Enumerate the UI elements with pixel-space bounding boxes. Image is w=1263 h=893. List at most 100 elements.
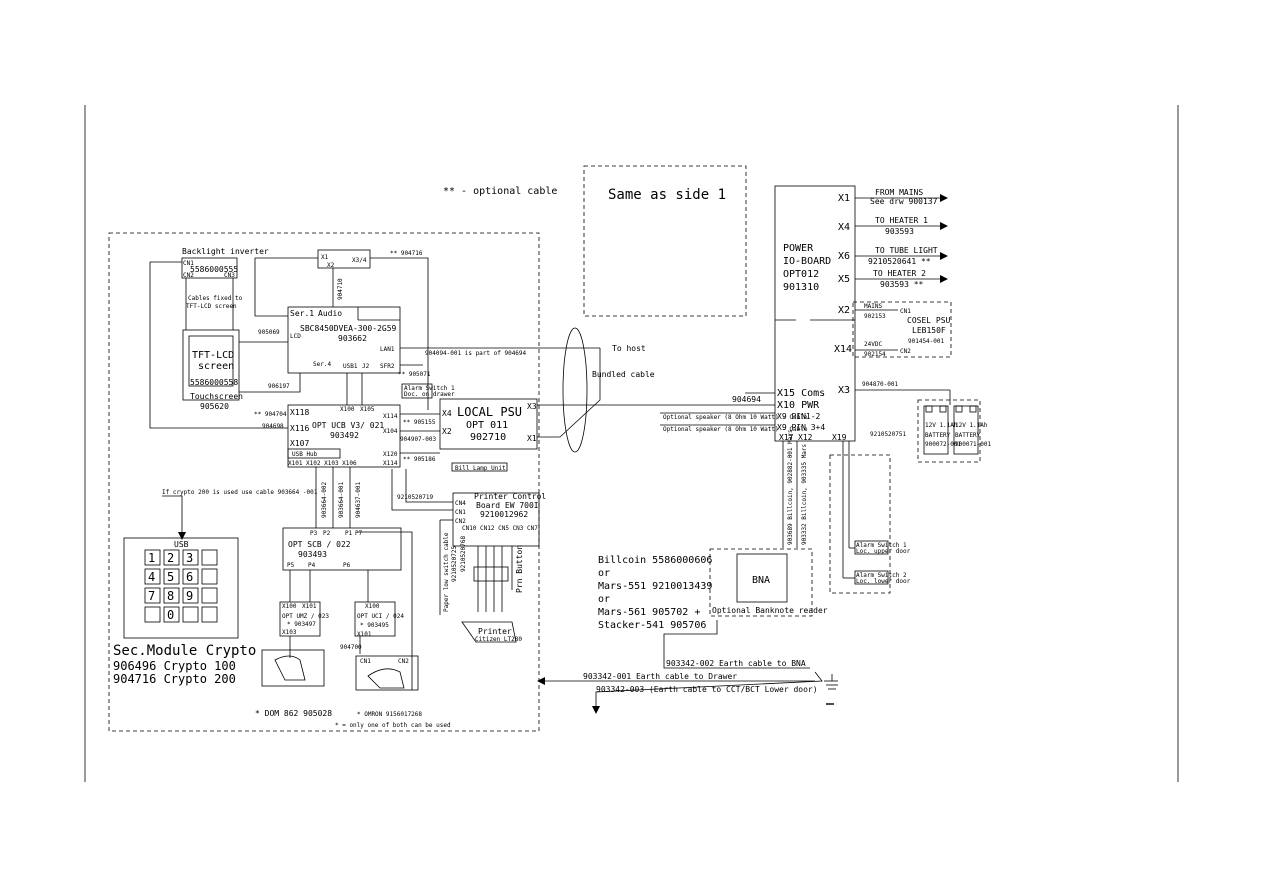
cable-904704: ** 904704: [254, 411, 287, 418]
psu-x1: X1: [527, 434, 537, 443]
svg-text:904637-001: 904637-001: [355, 481, 362, 518]
keypad-key[interactable]: [144, 606, 161, 623]
backlight-inverter-box: [181, 257, 238, 279]
ucb-part: 903492: [330, 431, 359, 440]
svg-text:P5: P5: [287, 562, 295, 569]
psu-line3: 902710: [470, 432, 506, 443]
keypad-key[interactable]: [201, 606, 218, 623]
bna-frame: [709, 548, 813, 617]
side2-label: Same as side 1: [608, 187, 726, 203]
keypad-key[interactable]: [163, 587, 180, 604]
keypad-key[interactable]: [182, 587, 199, 604]
usbhub-cable: 904710: [337, 278, 344, 300]
printer-icon: [461, 621, 517, 643]
power-x9a: X9 PIN1-2: [777, 412, 821, 421]
side2-box: [583, 165, 747, 317]
power-x19: X19: [832, 433, 847, 442]
svg-text:900072-001: 900072-001: [925, 441, 962, 448]
power-x5: X5: [838, 274, 850, 285]
svg-text:Alarm Switch 1: Alarm Switch 1: [856, 542, 907, 549]
footnote-omron: * OMRON 9156017268: [357, 711, 422, 718]
ucb-x118: X118: [290, 408, 309, 417]
keypad-key-label: 0: [167, 608, 174, 622]
svg-text:Alarm Switch 2: Alarm Switch 2: [856, 572, 907, 579]
keypad-key[interactable]: [201, 568, 218, 585]
keypad-key[interactable]: [163, 606, 180, 623]
earth-drawer: 903342-001 Earth cable to Drawer: [583, 672, 737, 681]
heater1: TO HEATER 1: [875, 216, 928, 225]
ucb-ports: X101 X102 X103 X106: [288, 460, 357, 467]
cable-904700: 904700: [340, 644, 362, 651]
keypad-key[interactable]: [163, 549, 180, 566]
speaker2: Optional speaker (8 Ohm 10 Watt) - Cable: [663, 426, 808, 433]
sbc-ser1: Ser.1: [290, 309, 314, 318]
svg-text:Doc. on drawer: Doc. on drawer: [404, 391, 455, 398]
keypad-key[interactable]: [144, 587, 161, 604]
tft-touch-part: 905620: [200, 402, 229, 411]
svg-text:CN2: CN2: [455, 518, 466, 525]
power-x3: X3: [838, 385, 850, 396]
svg-text:CN10 CN12 CN5 CN3 CN7: CN10 CN12 CN5 CN3 CN7: [462, 525, 538, 532]
svg-text:P2: P2: [323, 530, 331, 537]
battery-frame: [917, 399, 981, 463]
power-x1: X1: [838, 193, 850, 204]
backlight-cn2: CN2: [183, 272, 194, 279]
keypad-key-label: 7: [148, 589, 155, 603]
svg-text:X101: X101: [357, 631, 372, 638]
svg-text:24VDC: 24VDC: [864, 341, 882, 348]
keypad-key[interactable]: [144, 549, 161, 566]
keypad-key[interactable]: [163, 568, 180, 585]
sbc-j2: J2: [362, 363, 370, 370]
battery-1: [923, 405, 949, 455]
cable-9210520719: 9210520719: [397, 494, 434, 501]
cosel-model: LEB150F: [912, 326, 946, 335]
keypad-key[interactable]: [182, 606, 199, 623]
cable-904870: 904870-001: [862, 381, 899, 388]
printer-name: Printer: [478, 627, 512, 636]
svg-text:BATTERY: BATTERY: [955, 432, 981, 439]
ucb-board-box: [287, 404, 401, 468]
tube-part: 9210520641 **: [868, 257, 931, 266]
keypad-key[interactable]: [182, 549, 199, 566]
earth-bna: 903342-002 Earth cable to BNA: [666, 659, 806, 668]
power-line2: IO-BOARD: [783, 256, 831, 267]
power-x10: X10 PWR: [777, 400, 820, 411]
printer-model: Citizen LT280: [475, 636, 522, 643]
backlight-note-1: Cables fixed to: [188, 295, 243, 302]
battery-2: [953, 405, 979, 455]
dom-dispenser-box: [261, 649, 325, 687]
svg-text:CN4: CN4: [455, 500, 466, 507]
printer-ctrl-title: Printer Control: [474, 492, 546, 501]
keypad-key[interactable]: [201, 587, 218, 604]
cable-906197: 906197: [268, 383, 290, 390]
svg-text:MAINS: MAINS: [864, 303, 882, 310]
keypad-key-label: 1: [148, 551, 155, 565]
ucu-name: OPT UCI / 024: [357, 613, 404, 620]
bna-or1: or: [598, 568, 610, 579]
power-x9b: X9 PIN 3+4: [777, 423, 825, 432]
bna-stacker: Stacker-541 905706: [598, 620, 706, 631]
printer-control-box: [452, 492, 540, 547]
power-x14: X14: [834, 344, 852, 355]
svg-text:P6: P6: [343, 562, 351, 569]
psu-line2: OPT 011: [466, 420, 508, 431]
sbc-usb1: USB1: [343, 363, 358, 370]
svg-text:X100: X100: [282, 603, 297, 610]
power-io-board-box: [774, 185, 856, 442]
keypad-key[interactable]: [201, 549, 218, 566]
keypad-key[interactable]: [144, 568, 161, 585]
keypad-key[interactable]: [182, 568, 199, 585]
svg-text:P4: P4: [308, 562, 316, 569]
tft-screen-box: [182, 329, 240, 401]
alarm-switch-drawer-box: [401, 383, 433, 399]
keypad-key-label: 8: [167, 589, 174, 603]
usbhub-x1: X1: [321, 254, 329, 261]
svg-text:P1: P1: [345, 530, 353, 537]
svg-text:CN1: CN1: [455, 509, 466, 516]
svg-text:CN2: CN2: [398, 658, 409, 665]
crypto-keypad-box: [123, 537, 239, 639]
svg-text:900071-001: 900071-001: [955, 441, 992, 448]
bna-or2: or: [598, 594, 610, 605]
footnote-only-one: * = only one of both can be used: [335, 722, 451, 729]
